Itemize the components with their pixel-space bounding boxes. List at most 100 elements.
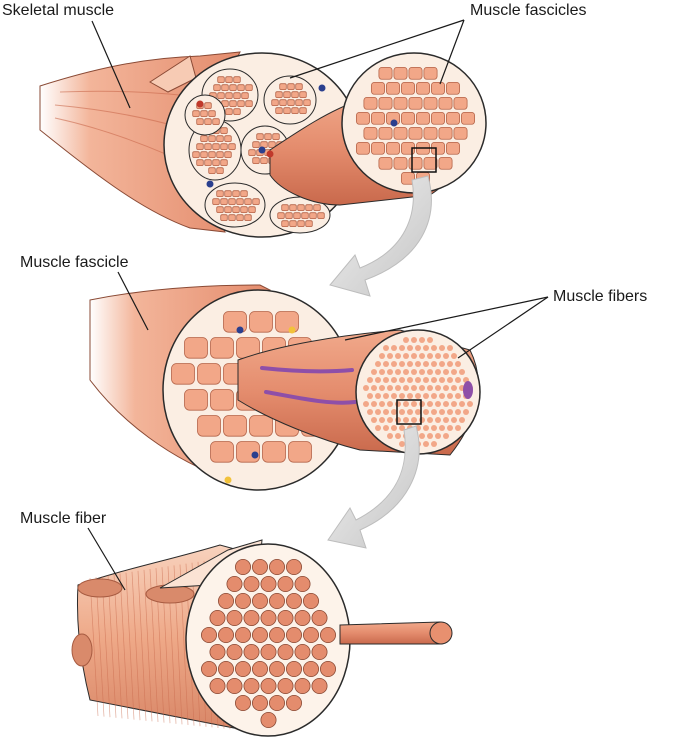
fiber-cell	[233, 92, 241, 100]
myofibril-dot	[379, 385, 385, 391]
fiber-cell	[217, 92, 225, 100]
fiber-cell	[220, 198, 228, 206]
fiber-cell	[237, 84, 245, 92]
myofibril-dot	[423, 361, 429, 367]
myofibril-dot	[391, 345, 397, 351]
myofibril-dot	[467, 401, 473, 407]
myofibril	[251, 695, 268, 712]
myofibril-dot	[443, 401, 449, 407]
fiber-cell	[220, 214, 228, 222]
fiber-cell	[430, 82, 445, 95]
fiber-cell	[220, 143, 228, 151]
myofibril	[200, 661, 217, 678]
fiber-cell	[192, 110, 200, 118]
myofibril	[302, 627, 319, 644]
myofibril-dot	[399, 393, 405, 399]
myofibril-dot	[375, 425, 381, 431]
myofibril-dot	[399, 441, 405, 447]
fiber-cell	[236, 214, 244, 222]
fiber-cell	[228, 198, 236, 206]
myofibril-dot	[399, 409, 405, 415]
myofibril	[285, 627, 302, 644]
panel-skeletal-muscle	[39, 51, 487, 238]
fiber-cell	[283, 107, 291, 115]
fiber-cell	[212, 143, 220, 151]
fiber-cell	[262, 441, 286, 463]
myofibril-dot	[391, 425, 397, 431]
myofibril-dot	[447, 409, 453, 415]
myofibril-dot	[391, 409, 397, 415]
myofibril-dot	[415, 345, 421, 351]
myofibril-dot	[379, 369, 385, 375]
myofibril-dot	[431, 393, 437, 399]
fiber-cell	[216, 206, 224, 214]
myofibril-dot	[395, 369, 401, 375]
myofibril-dot	[439, 361, 445, 367]
myofibril-dot	[443, 385, 449, 391]
myofibril-dot	[431, 345, 437, 351]
fiber-cell	[295, 99, 303, 107]
myofibril-dot	[379, 401, 385, 407]
myofibril	[260, 576, 277, 593]
myofibril	[268, 627, 285, 644]
fiber-cell	[196, 118, 204, 126]
myofibril-dot	[423, 393, 429, 399]
myofibril-dot	[411, 401, 417, 407]
myofibril	[285, 661, 302, 678]
myofibril-dot	[419, 337, 425, 343]
myofibril	[234, 661, 251, 678]
myofibril	[302, 661, 319, 678]
myofibril-dot	[387, 353, 393, 359]
myofibril-dot	[415, 377, 421, 383]
myofibril	[294, 610, 311, 627]
myofibril-dot	[455, 425, 461, 431]
myofibril	[251, 661, 268, 678]
myofibril	[294, 678, 311, 695]
fiber-cell	[260, 157, 268, 165]
myofibril-dot	[391, 361, 397, 367]
myofibril-dot	[391, 393, 397, 399]
fiber-cell	[212, 198, 220, 206]
myofibril-dot	[431, 441, 437, 447]
myofibril	[217, 627, 234, 644]
myofibril-dot	[383, 393, 389, 399]
myofibril-dot	[419, 401, 425, 407]
fiber-cell	[236, 198, 244, 206]
fiber-cell	[264, 133, 272, 141]
fiber-cell	[208, 167, 216, 175]
panel-muscle-fiber	[71, 539, 453, 737]
myofibril-dot	[371, 401, 377, 407]
myofibril-dot	[451, 385, 457, 391]
myofibril-dot	[459, 417, 465, 423]
fiber-cell	[393, 67, 408, 80]
fiber-cell	[184, 337, 208, 359]
myofibril-dot	[387, 433, 393, 439]
myofibril	[277, 610, 294, 627]
myofibril-dot	[427, 369, 433, 375]
myofibril-dot	[439, 425, 445, 431]
label-skeletal-muscle: Skeletal muscle	[2, 2, 115, 19]
myofibril-dot	[395, 433, 401, 439]
myofibril-dot	[383, 345, 389, 351]
myofibril-dot	[395, 353, 401, 359]
myofibril	[294, 576, 311, 593]
myofibrils	[200, 559, 336, 729]
myofibril-dot	[403, 353, 409, 359]
myofibril-dot	[435, 369, 441, 375]
myofibril-dot	[451, 369, 457, 375]
myofibril	[234, 627, 251, 644]
fiber-cell	[415, 112, 430, 125]
myofibril-dot	[407, 393, 413, 399]
fiber-cell	[281, 220, 289, 228]
fiber-cell	[245, 84, 253, 92]
fiber-cell	[216, 167, 224, 175]
myofibril-dot	[427, 353, 433, 359]
myofibril-dot	[403, 417, 409, 423]
fiber-cell	[232, 206, 240, 214]
fiber-cell	[408, 127, 423, 140]
fiber-cell	[197, 363, 221, 385]
myofibril-dot	[367, 377, 373, 383]
striation-line	[137, 570, 147, 721]
fiber-cell	[275, 91, 283, 99]
